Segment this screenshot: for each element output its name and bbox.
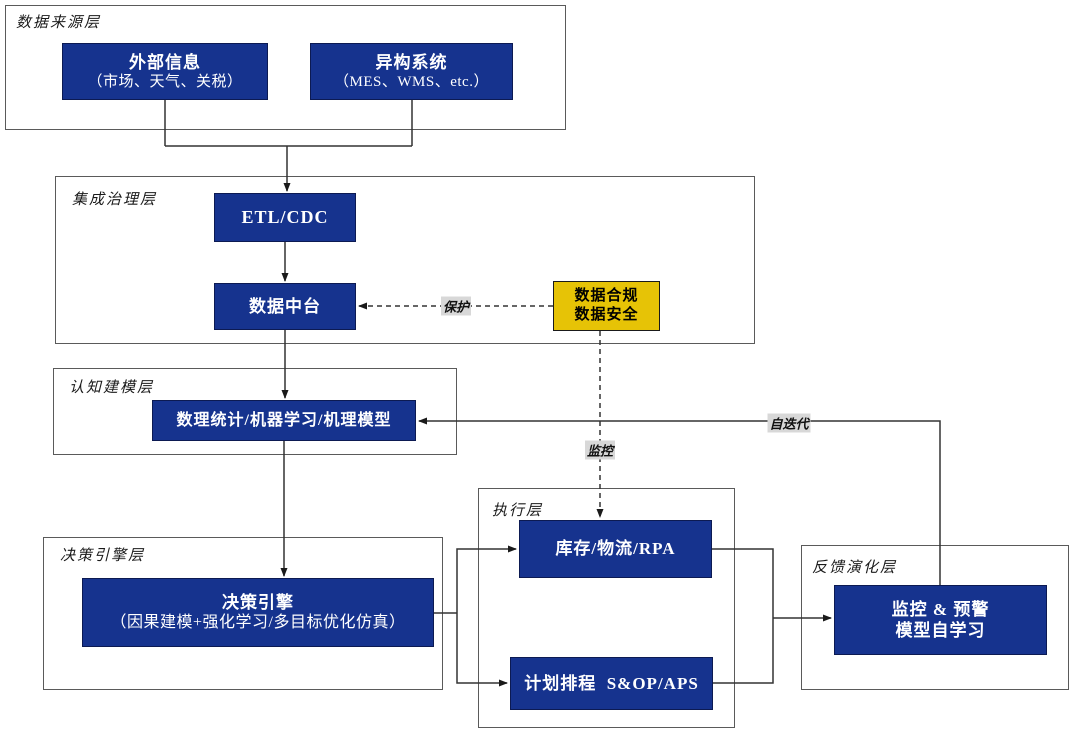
node-decision-engine-subtitle: （因果建模+强化学习/多目标优化仿真） bbox=[110, 614, 406, 632]
node-monitor-line2: 模型自学习 bbox=[895, 621, 986, 640]
node-hetero-system-title: 异构系统 bbox=[375, 52, 448, 72]
node-external-info: 外部信息 （市场、天气、关税） bbox=[62, 43, 268, 100]
node-monitor-alert: 监控 & 预警 模型自学习 bbox=[834, 585, 1047, 655]
label-cognitive-layer: 认知建模层 bbox=[69, 380, 155, 396]
frame-cognitive-layer bbox=[53, 368, 457, 455]
node-compliance-security: 数据合规 数据安全 bbox=[553, 281, 660, 331]
node-hetero-system: 异构系统 （MES、WMS、etc.） bbox=[310, 43, 513, 100]
node-planning-aps-label: 计划排程 S&OP/APS bbox=[524, 673, 699, 693]
edge-label-monitor: 监控 bbox=[584, 440, 616, 460]
label-data-source-layer: 数据来源层 bbox=[16, 15, 102, 31]
node-inventory-rpa-label: 库存/物流/RPA bbox=[555, 539, 676, 559]
node-monitor-line1: 监控 & 预警 bbox=[891, 599, 990, 619]
node-model-stack: 数理统计/机器学习/机理模型 bbox=[152, 400, 416, 441]
label-integration-layer: 集成治理层 bbox=[72, 192, 158, 208]
edge-label-self-iterate: 自迭代 bbox=[767, 413, 811, 433]
label-decision-layer: 决策引擎层 bbox=[60, 548, 146, 564]
node-etl-cdc-label: ETL/CDC bbox=[241, 207, 329, 228]
node-model-stack-label: 数理统计/机器学习/机理模型 bbox=[176, 411, 392, 429]
node-data-platform: 数据中台 bbox=[214, 283, 356, 330]
node-hetero-system-subtitle: （MES、WMS、etc.） bbox=[334, 73, 489, 90]
node-compliance-line2: 数据安全 bbox=[574, 307, 639, 323]
node-decision-engine-title: 决策引擎 bbox=[222, 592, 294, 612]
node-compliance-line1: 数据合规 bbox=[574, 288, 639, 305]
frame-integration-layer bbox=[55, 176, 755, 344]
node-data-platform-label: 数据中台 bbox=[249, 296, 321, 316]
edge-label-protect: 保护 bbox=[440, 296, 472, 316]
node-planning-aps: 计划排程 S&OP/APS bbox=[510, 657, 713, 710]
frame-data-source-layer bbox=[5, 5, 566, 130]
node-inventory-rpa: 库存/物流/RPA bbox=[519, 520, 712, 578]
node-decision-engine: 决策引擎 （因果建模+强化学习/多目标优化仿真） bbox=[82, 578, 434, 647]
node-external-info-subtitle: （市场、天气、关税） bbox=[87, 73, 243, 90]
node-external-info-title: 外部信息 bbox=[129, 52, 201, 72]
node-etl-cdc: ETL/CDC bbox=[214, 193, 356, 242]
